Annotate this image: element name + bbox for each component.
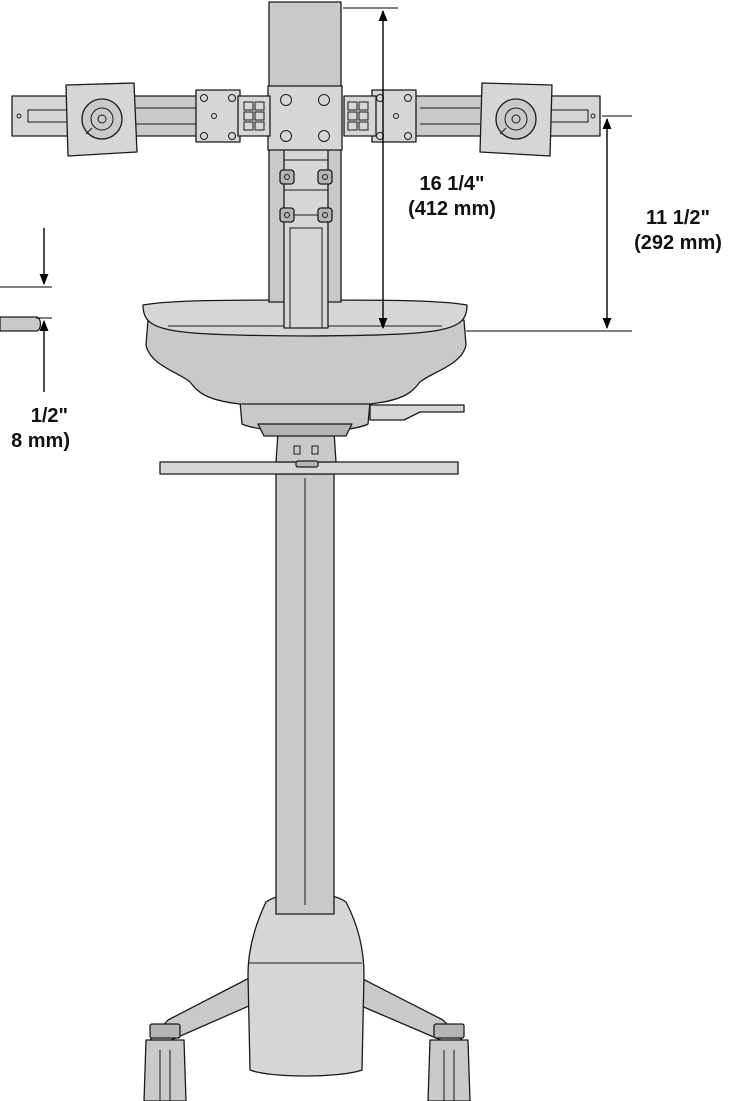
base-hub (247, 892, 365, 1077)
dimension-lines (343, 7, 632, 332)
upper-mast (268, 1, 342, 329)
left-caster (143, 1023, 187, 1101)
right-caster (427, 1023, 471, 1101)
mount-height-label: 11 1/2" (292 mm) (614, 206, 742, 256)
rail-bolts (279, 169, 333, 223)
keyboard-tray (159, 431, 459, 475)
mount-height-metric: (292 mm) (634, 232, 722, 254)
left-vesa-plate (65, 82, 138, 157)
left-partial-label: 1/2" 8 mm) (0, 404, 70, 454)
arm-height-label: 16 1/4" (412 mm) (390, 172, 514, 222)
arm-height-imperial: 16 1/4" (419, 173, 485, 195)
arm-height-metric: (412 mm) (408, 198, 496, 220)
left-partial-imperial: 1/2" (30, 405, 68, 427)
right-vesa-plate (479, 82, 553, 157)
lower-column (275, 473, 335, 915)
cart-base (143, 892, 471, 1101)
mount-height-imperial: 11 1/2" (646, 207, 710, 229)
arm-center-hub (237, 85, 377, 151)
dual-monitor-arm (11, 82, 601, 157)
left-partial-metric: 8 mm) (11, 430, 70, 452)
left-partial-detail (0, 228, 52, 392)
